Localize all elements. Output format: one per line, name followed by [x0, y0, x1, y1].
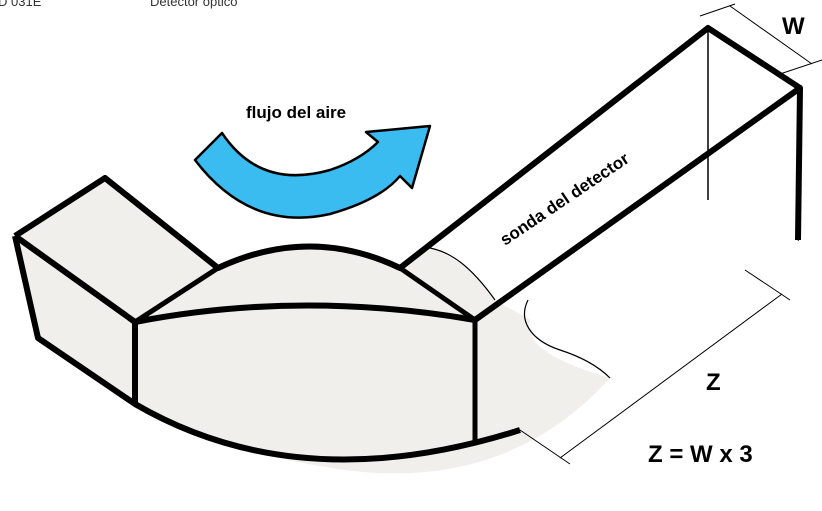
airflow-arrow [193, 124, 432, 219]
header-subtitle: Detector óptico [150, 0, 238, 9]
cutaway-line-upper [429, 247, 496, 301]
cutaway-line-lower [523, 299, 611, 379]
header-code: D 031E [0, 0, 42, 9]
elbow-seam-top-2 [398, 265, 477, 323]
elbow-side-face [15, 88, 800, 474]
airflow-label: flujo del aire [246, 103, 346, 122]
dimension-w [699, 3, 822, 75]
elbow-seam-top-1 [133, 265, 220, 325]
length-label: Z [706, 369, 721, 396]
elbow-duct [12, 25, 803, 474]
formula-label: Z = W x 3 [648, 441, 753, 468]
dimension-z [519, 269, 791, 465]
elbow-outline-upper [13, 25, 802, 271]
elbow-outline-lower [12, 235, 521, 463]
cutaway-region [400, 28, 798, 378]
elbow-outline-front [13, 85, 803, 325]
width-label: W [782, 13, 805, 40]
